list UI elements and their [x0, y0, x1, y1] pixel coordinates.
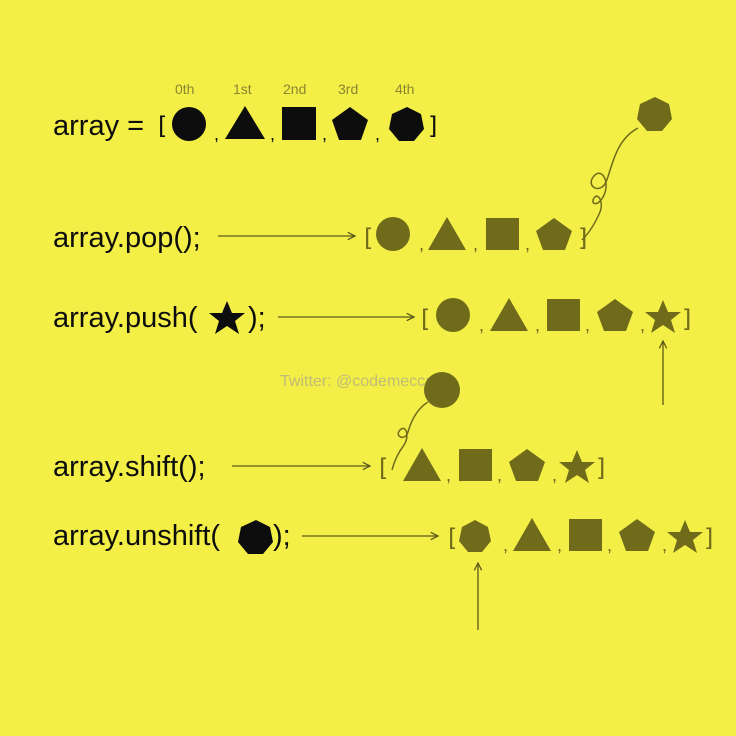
svg-text:,: , — [585, 315, 590, 335]
pentagon-shape — [597, 299, 633, 331]
shift-call: array.shift(); — [53, 451, 206, 483]
push-call-close: ); — [248, 302, 266, 334]
svg-text:[: [ — [364, 224, 373, 252]
pentagon-shape — [536, 218, 572, 250]
svg-text:,: , — [640, 315, 645, 335]
triangle-shape — [225, 106, 265, 139]
svg-text:,: , — [557, 535, 562, 555]
svg-text:,: , — [214, 124, 219, 144]
svg-text:[: [ — [421, 305, 430, 333]
array-declaration: array = — [53, 110, 145, 142]
square-shape — [459, 449, 492, 481]
bracket-open: [ — [158, 112, 167, 140]
svg-text:,: , — [322, 124, 327, 144]
pop-result-array: [ , , , ] — [364, 217, 587, 254]
svg-text:,: , — [479, 315, 484, 335]
svg-text:,: , — [607, 535, 612, 555]
svg-text:]: ] — [596, 454, 605, 482]
unshift-hexagon-icon — [238, 520, 273, 554]
bracket-close: ] — [428, 112, 437, 140]
shift-squiggle — [391, 401, 429, 471]
pop-squiggle — [581, 127, 639, 241]
unshift-call-close: ); — [273, 520, 291, 552]
push-star-icon — [209, 301, 245, 334]
unshift-result-array: [ , , , , ] — [448, 518, 713, 555]
index-label-2: 2nd — [283, 81, 307, 97]
index-label-3: 3rd — [338, 81, 359, 97]
svg-text:[: [ — [448, 524, 457, 552]
svg-text:]: ] — [682, 305, 691, 333]
shifted-circle — [424, 372, 460, 408]
svg-text:,: , — [473, 234, 478, 254]
triangle-shape — [428, 217, 466, 250]
popped-element — [581, 97, 672, 241]
popped-hexagon — [637, 97, 672, 131]
svg-text:,: , — [375, 124, 380, 144]
watermark: Twitter: @codemecca — [280, 373, 435, 390]
pentagon-shape — [332, 107, 368, 140]
svg-text:,: , — [503, 535, 508, 555]
triangle-shape — [490, 298, 528, 331]
svg-text:[: [ — [379, 454, 388, 482]
star-shape — [667, 520, 703, 553]
square-shape — [569, 519, 602, 551]
svg-text:]: ] — [578, 224, 587, 252]
triangle-shape — [403, 448, 441, 481]
shift-result-array: [ , , , ] — [379, 448, 605, 485]
star-shape — [645, 300, 681, 333]
svg-text:,: , — [497, 465, 502, 485]
circle-shape — [376, 217, 410, 251]
svg-text:,: , — [535, 315, 540, 335]
unshift-call-open: array.unshift( — [53, 520, 221, 552]
original-array: [ , , , , ] — [158, 106, 437, 144]
hexagon-shape — [389, 107, 424, 141]
index-label-0: 0th — [175, 81, 195, 97]
svg-text:,: , — [270, 124, 275, 144]
square-shape — [486, 218, 519, 250]
circle-shape — [172, 107, 206, 141]
shifted-element — [391, 372, 460, 471]
svg-text:,: , — [446, 465, 451, 485]
hexagon-shape — [459, 520, 491, 552]
svg-text:]: ] — [704, 524, 713, 552]
square-shape — [547, 299, 580, 331]
push-result-array: [ , , , , ] — [421, 298, 691, 335]
svg-text:,: , — [662, 535, 667, 555]
square-shape — [282, 107, 316, 140]
push-call-open: array.push( — [53, 302, 198, 334]
pop-call: array.pop(); — [53, 222, 201, 254]
index-label-1: 1st — [233, 81, 252, 97]
svg-text:,: , — [552, 465, 557, 485]
triangle-shape — [513, 518, 551, 551]
svg-text:,: , — [525, 234, 530, 254]
index-label-4: 4th — [395, 81, 415, 97]
pentagon-shape — [619, 519, 655, 551]
pentagon-shape — [509, 449, 545, 481]
svg-text:,: , — [419, 234, 424, 254]
star-shape — [559, 450, 595, 483]
circle-shape — [436, 298, 470, 332]
